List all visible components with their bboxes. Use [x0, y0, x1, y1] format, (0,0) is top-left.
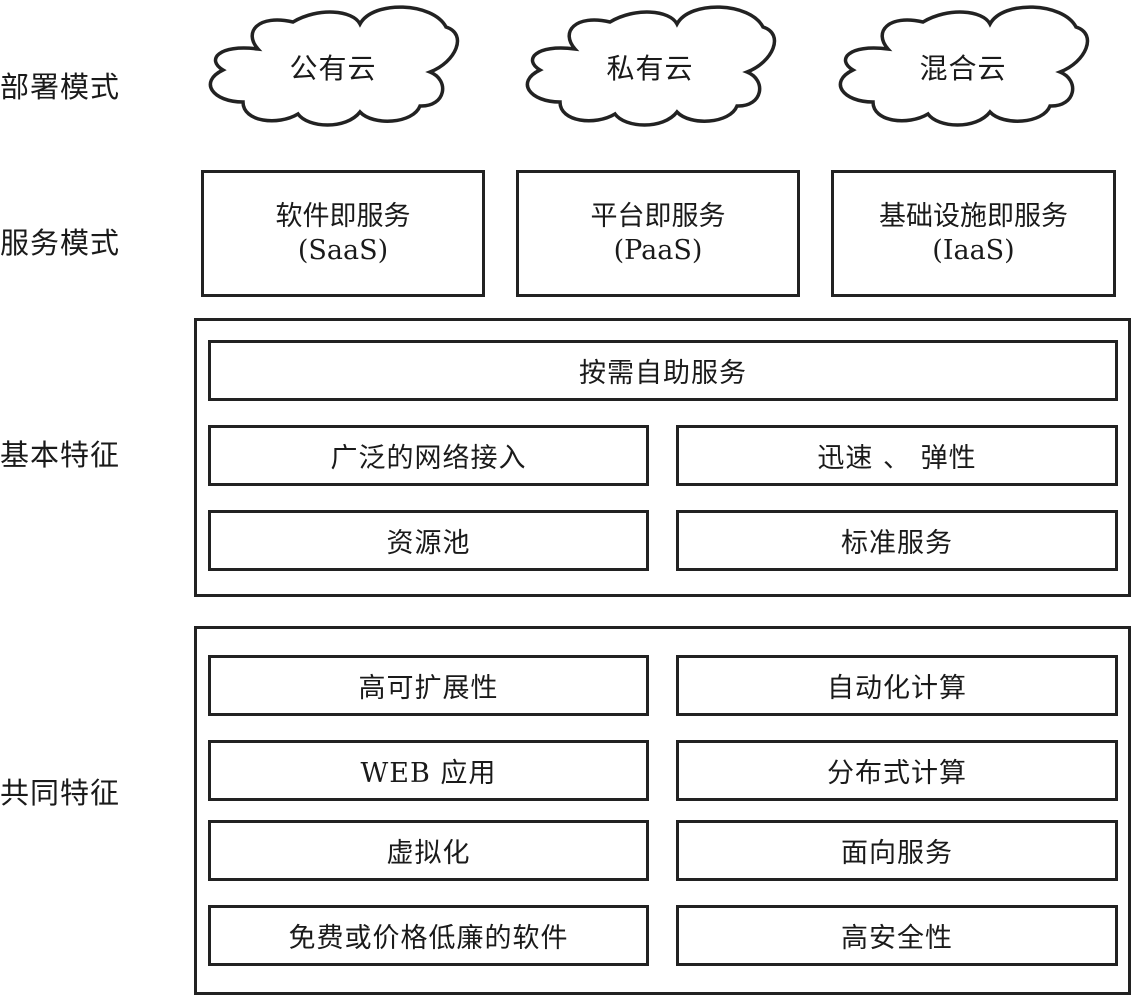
basic-item: 资源池: [208, 510, 649, 571]
basic-item: 标准服务: [676, 510, 1118, 571]
service-iaas: 基础设施即服务 (IaaS): [831, 170, 1116, 297]
row-label-service: 服务模式: [0, 226, 121, 260]
common-item: 高安全性: [676, 905, 1118, 966]
service-abbr: (PaaS): [613, 234, 703, 266]
row-label-common: 共同特征: [0, 776, 121, 810]
cloud-icon: [838, 5, 1090, 127]
basic-item-on-demand: 按需自助服务: [208, 340, 1118, 401]
cloud-label: 私有云: [606, 52, 694, 85]
common-item: 虚拟化: [208, 820, 649, 881]
service-name: 软件即服务: [275, 200, 411, 232]
cloud-label: 混合云: [919, 52, 1007, 85]
common-item: 分布式计算: [676, 740, 1118, 801]
row-label-basic: 基本特征: [0, 438, 121, 472]
common-item: WEB 应用: [208, 740, 649, 801]
common-item: 面向服务: [676, 820, 1118, 881]
cloud-icon: [208, 5, 460, 127]
deployment-hybrid-cloud: 混合云: [818, 2, 1108, 132]
common-item: 免费或价格低廉的软件: [208, 905, 649, 966]
basic-characteristics-group: 按需自助服务 广泛的网络接入 迅速 、 弹性 资源池 标准服务: [194, 318, 1131, 597]
service-name: 平台即服务: [590, 200, 726, 232]
service-saas: 软件即服务 (SaaS): [201, 170, 485, 297]
common-characteristics-group: 高可扩展性 自动化计算 WEB 应用 分布式计算 虚拟化 面向服务 免费或价格低…: [194, 626, 1131, 995]
service-paas: 平台即服务 (PaaS): [516, 170, 800, 297]
basic-item: 广泛的网络接入: [208, 425, 649, 486]
service-name: 基础设施即服务: [879, 200, 1068, 232]
service-abbr: (IaaS): [932, 234, 1015, 266]
service-abbr: (SaaS): [297, 234, 389, 266]
row-label-deployment: 部署模式: [0, 70, 121, 104]
cloud-label: 公有云: [289, 52, 377, 85]
common-item: 自动化计算: [676, 655, 1118, 716]
cloud-icon: [525, 5, 777, 127]
deployment-private-cloud: 私有云: [505, 2, 795, 132]
basic-item: 迅速 、 弹性: [676, 425, 1118, 486]
deployment-public-cloud: 公有云: [188, 2, 478, 132]
common-item: 高可扩展性: [208, 655, 649, 716]
